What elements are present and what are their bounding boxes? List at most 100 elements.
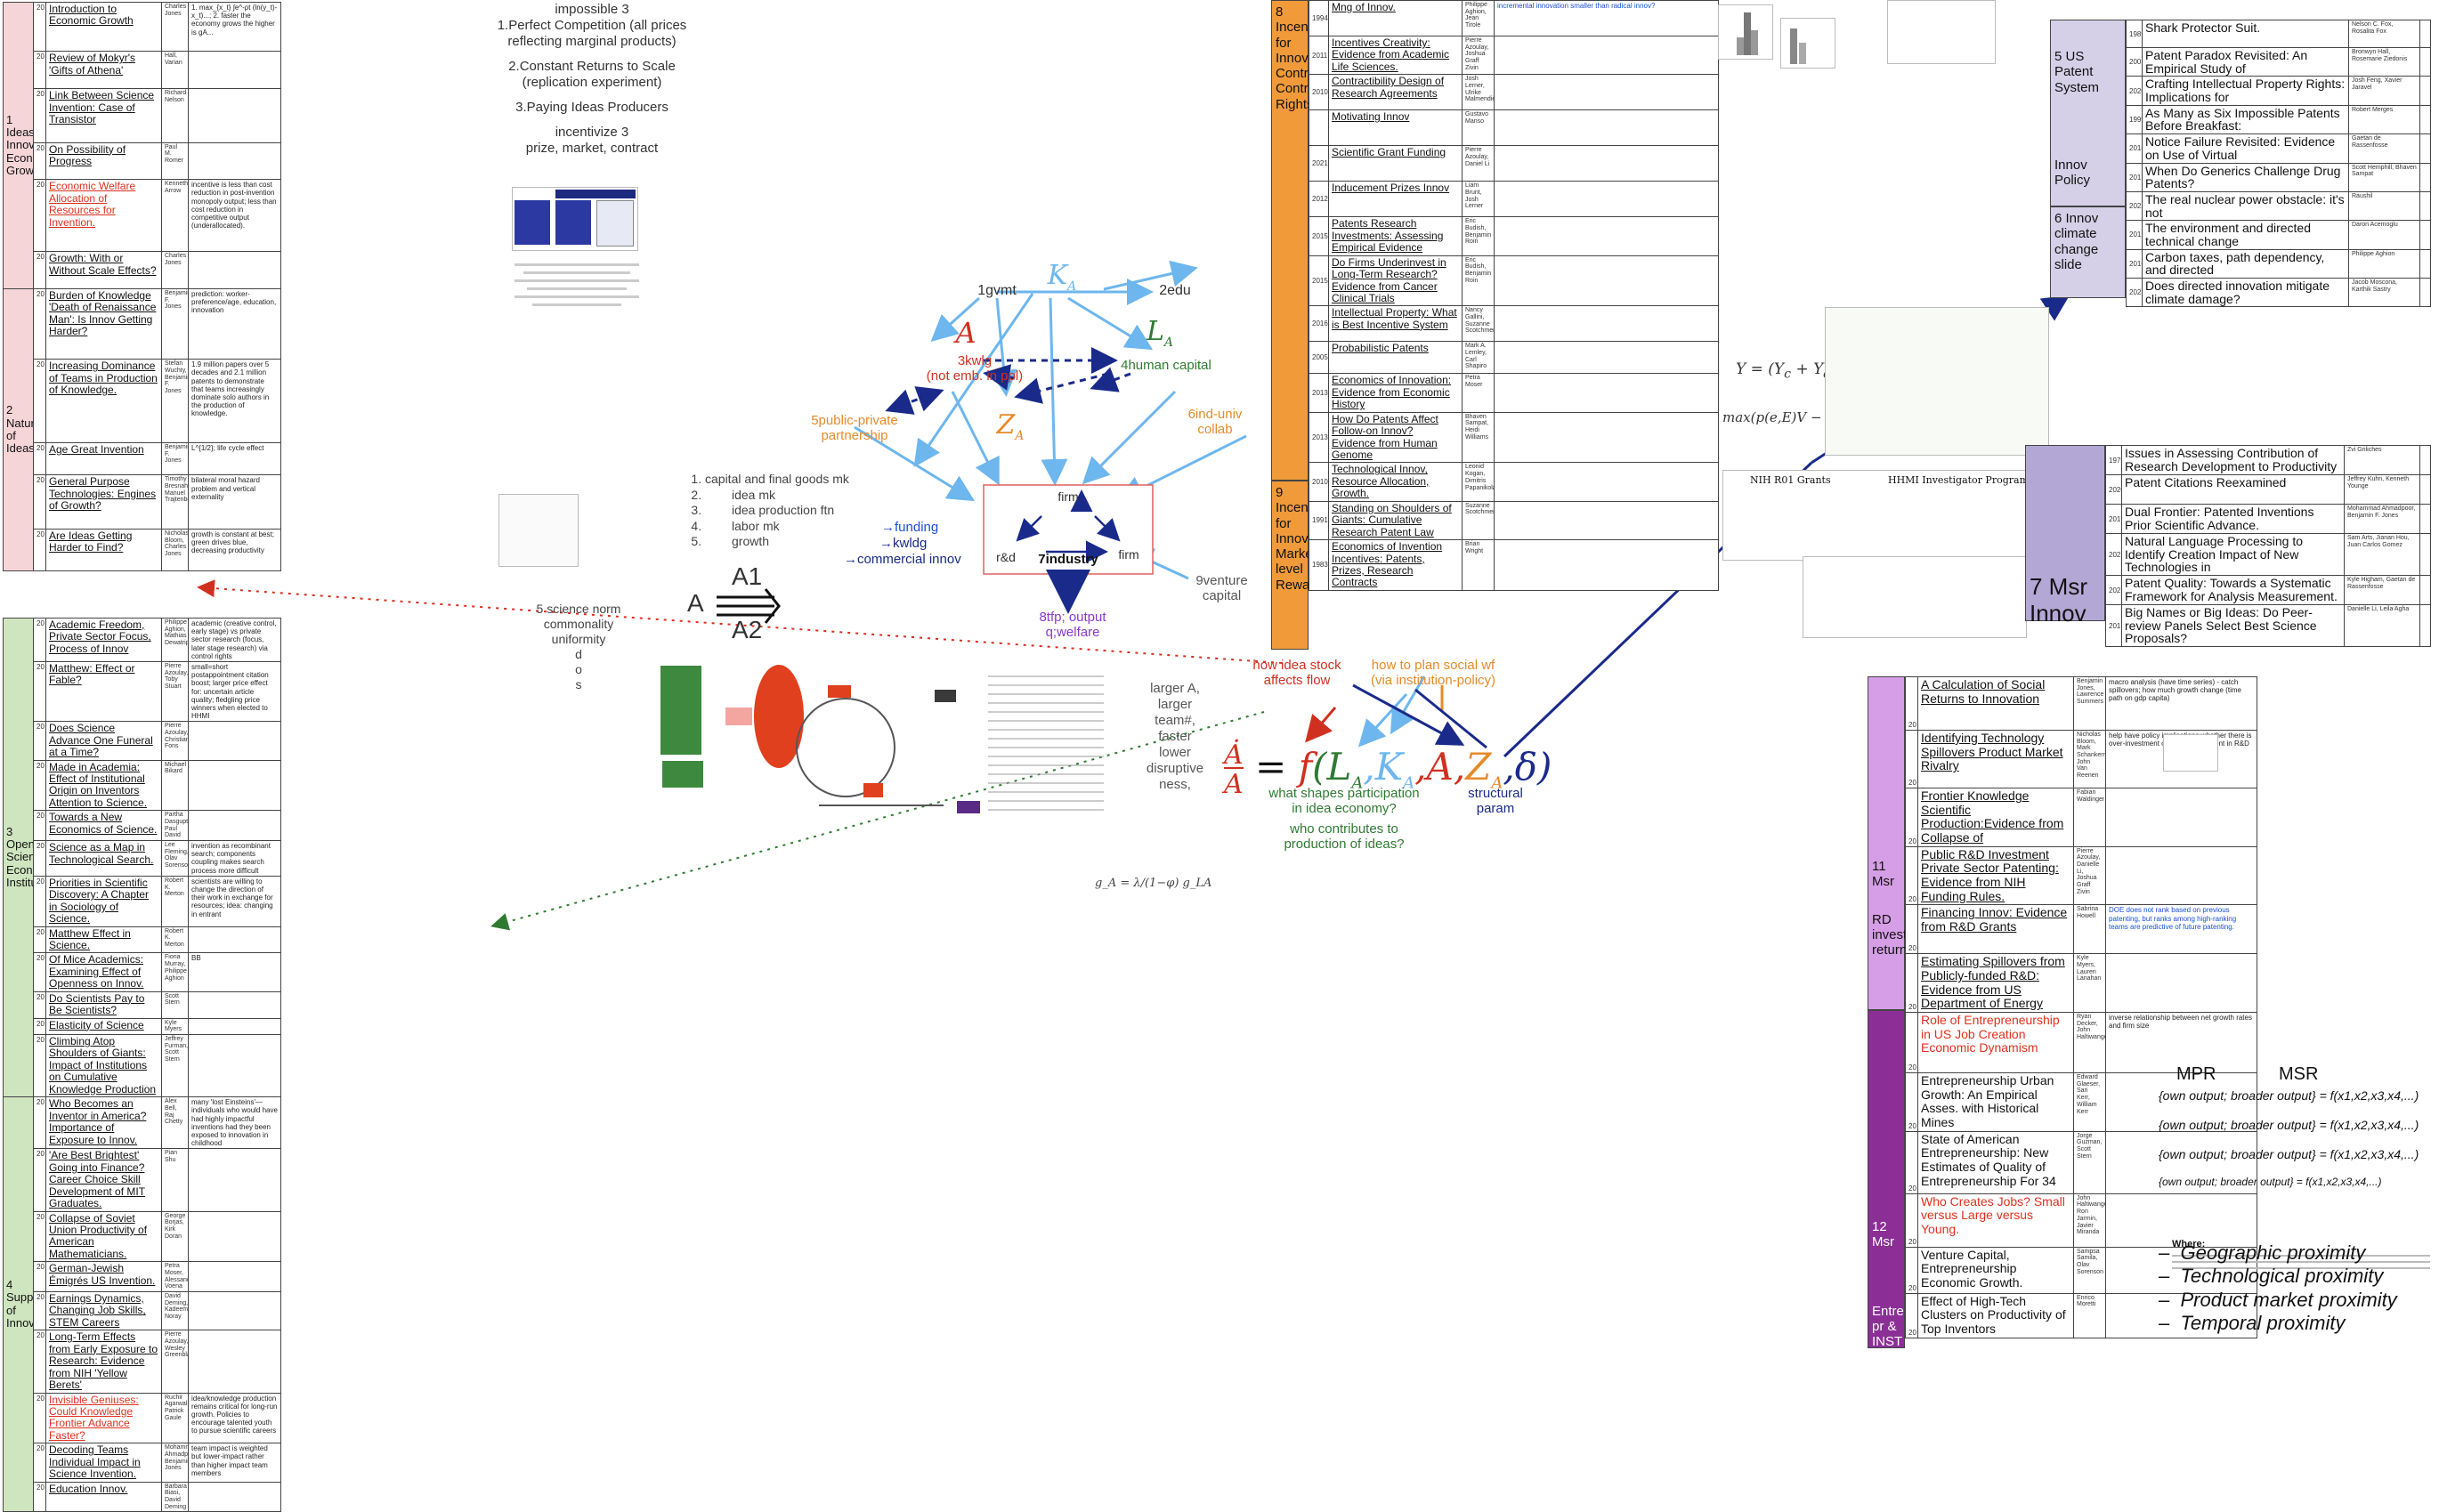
paper-title[interactable]: Financing Innov: Evidence from R&D Grant… bbox=[1921, 905, 2068, 934]
table-row[interactable]: 1 Ideas, Innov, Economic Growth20Introdu… bbox=[3, 1, 281, 289]
table-row[interactable]: 1989Shark Protector Suit.Nelson C. Fox, … bbox=[2126, 20, 2431, 48]
paper-title[interactable]: Big Names or Big Ideas: Do Peer-review P… bbox=[2125, 605, 2317, 646]
table-row[interactable]: 1999As Many as Six Impossible Patents Be… bbox=[2126, 104, 2431, 135]
paper-title[interactable]: Notice Failure Revisited: Evidence on Us… bbox=[2145, 134, 2336, 162]
paper-title[interactable]: Patent Paradox Revisited: An Empirical S… bbox=[2145, 48, 2308, 76]
paper-title[interactable]: Entrepreneurship Urban Growth: An Empiri… bbox=[1921, 1073, 2054, 1130]
table-row[interactable]: 1979Issues in Assessing Contribution of … bbox=[2105, 445, 2431, 475]
paper-title[interactable]: Towards a New Economics of Science. bbox=[49, 811, 158, 836]
paper-title[interactable]: Mng of Innov. bbox=[1332, 1, 1396, 13]
paper-title[interactable]: Link Between Science Invention: Case of … bbox=[49, 89, 155, 125]
table-row[interactable]: 4 Supply of Innovators20Who Becomes an I… bbox=[3, 1096, 281, 1512]
table-row[interactable]: 3 Open Science Economic Institution20Aca… bbox=[3, 617, 281, 1098]
paper-title[interactable]: Of Mice Academics: Examining Effect of O… bbox=[49, 953, 144, 990]
paper-title[interactable]: Incentives Creativity: Evidence from Aca… bbox=[1332, 36, 1450, 73]
paper-title[interactable]: Growth: With or Without Scale Effects? bbox=[49, 252, 157, 277]
paper-title[interactable]: Education Innov. bbox=[49, 1482, 128, 1495]
paper-title[interactable]: Who Becomes an Inventor in America? Impo… bbox=[49, 1097, 147, 1146]
paper-title[interactable]: Venture Capital, Entrepreneurship Econom… bbox=[1921, 1247, 2023, 1290]
paper-title[interactable]: Elasticity of Science bbox=[49, 1018, 144, 1031]
table-row[interactable]: 2023The real nuclear power obstacle: it'… bbox=[2126, 190, 2431, 222]
paper-title[interactable]: Motivating Innov bbox=[1332, 110, 1410, 124]
paper-title[interactable]: Contractibility Design of Research Agree… bbox=[1332, 75, 1445, 100]
paper-title[interactable]: Natural Language Processing to Identify … bbox=[2125, 534, 2304, 575]
paper-title[interactable]: Decoding Teams Individual Impact in Scie… bbox=[49, 1443, 141, 1481]
paper-title[interactable]: Does Science Advance One Funeral at a Ti… bbox=[49, 722, 153, 759]
paper-title[interactable]: Crafting Intellectual Property Rights: I… bbox=[2145, 77, 2346, 105]
paper-title[interactable]: General Purpose Technologies: Engines of… bbox=[49, 475, 157, 513]
paper-title[interactable]: Technological Innov, Resource Allocation… bbox=[1332, 463, 1430, 500]
paper-title[interactable]: Scientific Grant Funding bbox=[1332, 146, 1446, 159]
paper-title[interactable]: When Do Generics Challenge Drug Patents? bbox=[2145, 163, 2341, 191]
table-row[interactable]: 20'Are Best Brightest' Going into Financ… bbox=[4, 1148, 281, 1212]
table-row[interactable]: 2015Big Names or Big Ideas: Do Peer-revi… bbox=[2105, 604, 2431, 648]
paper-title[interactable]: Patent Citations Reexamined bbox=[2125, 475, 2287, 489]
table-row[interactable]: 2017Dual Frontier: Patented Inventions P… bbox=[2105, 504, 2431, 534]
paper-title[interactable]: Economic Welfare Allocation of Resources… bbox=[49, 180, 136, 229]
paper-title[interactable]: Invisible Geniuses: Could Knowledge Fron… bbox=[49, 1393, 139, 1442]
paper-title[interactable]: State of American Entrepreneurship: New … bbox=[1921, 1131, 2056, 1188]
paper-title[interactable]: Issues in Assessing Contribution of Rese… bbox=[2125, 446, 2338, 473]
paper-title[interactable]: Made in Academia: Effect of Institutiona… bbox=[49, 760, 148, 809]
paper-title[interactable]: Academic Freedom, Private Sector Focus, … bbox=[49, 619, 151, 655]
paper-title[interactable]: Intellectual Property: What is Best Ince… bbox=[1332, 306, 1457, 331]
paper-title[interactable]: Matthew: Effect or Fable? bbox=[49, 661, 135, 687]
paper-title[interactable]: Do Firms Underinvest in Long-Term Resear… bbox=[1332, 255, 1446, 304]
paper-title[interactable]: Do Scientists Pay to Be Scientists? bbox=[49, 991, 145, 1017]
paper-title[interactable]: Burden of Knowledge 'Death of Renaissanc… bbox=[49, 288, 157, 338]
paper-title[interactable]: Effect of High-Tech Clusters on Producti… bbox=[1921, 1293, 2066, 1337]
paper-title[interactable]: The environment and directed technical c… bbox=[2145, 221, 2311, 248]
table-row[interactable]: 2023Does directed innovation mitigate cl… bbox=[2126, 277, 2431, 308]
paper-title[interactable]: Climbing Atop Shoulders of Giants: Impac… bbox=[49, 1035, 157, 1096]
paper-title[interactable]: The real nuclear power obstacle: it's no… bbox=[2145, 191, 2345, 220]
table-row[interactable]: 2021Patent Quality: Towards a Systematic… bbox=[2105, 575, 2431, 606]
table-row[interactable]: 2020Crafting Intellectual Property Right… bbox=[2126, 76, 2431, 106]
table-row[interactable]: 2018Notice Failure Revisited: Evidence o… bbox=[2126, 133, 2431, 164]
paper-title[interactable]: Public R&D Investment Private Sector Pat… bbox=[1921, 846, 2059, 903]
paper-title[interactable]: Are Ideas Getting Harder to Find? bbox=[49, 529, 133, 554]
paper-title[interactable]: Shark Protector Suit. bbox=[2145, 20, 2261, 35]
paper-title[interactable]: As Many as Six Impossible Patents Before… bbox=[2145, 105, 2340, 133]
paper-title[interactable]: Patent Quality: Towards a Systematic Fra… bbox=[2125, 576, 2338, 603]
paper-title[interactable]: Standing on Shoulders of Giants: Cumulat… bbox=[1332, 501, 1452, 538]
table-row[interactable]: 2017When Do Generics Challenge Drug Pate… bbox=[2126, 162, 2431, 192]
paper-title[interactable]: Patents Research Investments: Assessing … bbox=[1332, 217, 1444, 255]
table-row[interactable]: 2001Patent Paradox Revisited: An Empiric… bbox=[2126, 46, 2431, 77]
